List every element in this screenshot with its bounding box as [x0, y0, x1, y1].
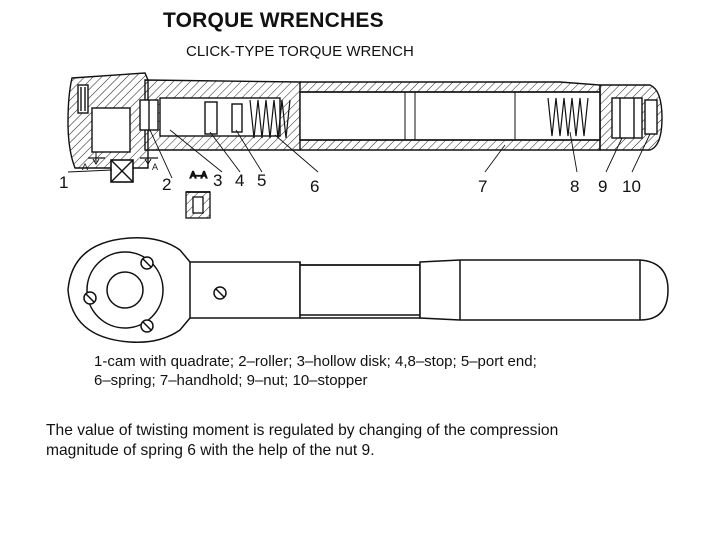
drive-hole	[106, 271, 144, 309]
description-line-2: magnitude of spring 6 with the help of t…	[46, 442, 375, 459]
part-label-8: 8	[570, 177, 579, 196]
part-label-5: 5	[257, 171, 266, 190]
part-label-6: 6	[310, 177, 319, 196]
page-title: TORQUE WRENCHES	[163, 9, 384, 32]
caption-line-2: 6–spring; 7–handhold; 9–nut; 10–stopper	[94, 372, 368, 389]
part-label-1: 1	[59, 173, 68, 192]
stopper	[644, 99, 658, 135]
description-line-1: The value of twisting moment is regulate…	[46, 422, 559, 439]
sectional-view	[67, 72, 663, 183]
section-label: A–A	[190, 170, 207, 180]
part-label-4: 4	[235, 171, 244, 190]
part-label-10: 10	[622, 177, 641, 196]
spring-left	[249, 99, 291, 139]
exterior-view	[67, 237, 669, 343]
parts-caption: 1-cam with quadrate; 2–roller; 3–hollow …	[94, 352, 694, 390]
part-label-9: 9	[598, 177, 607, 196]
diagram-subtitle: CLICK-TYPE TORQUE WRENCH	[186, 43, 414, 60]
part-label-2: 2	[162, 175, 171, 194]
adjusting-nut	[611, 97, 643, 139]
section-mark-left: A	[82, 162, 88, 172]
caption-line-1: 1-cam with quadrate; 2–roller; 3–hollow …	[94, 353, 537, 370]
spring-right	[547, 97, 589, 137]
part-label-7: 7	[478, 177, 487, 196]
description-text: The value of twisting moment is regulate…	[46, 421, 706, 461]
section-detail: A–A	[185, 169, 211, 219]
part-label-3: 3	[213, 171, 222, 190]
section-mark-right: A	[152, 162, 158, 172]
